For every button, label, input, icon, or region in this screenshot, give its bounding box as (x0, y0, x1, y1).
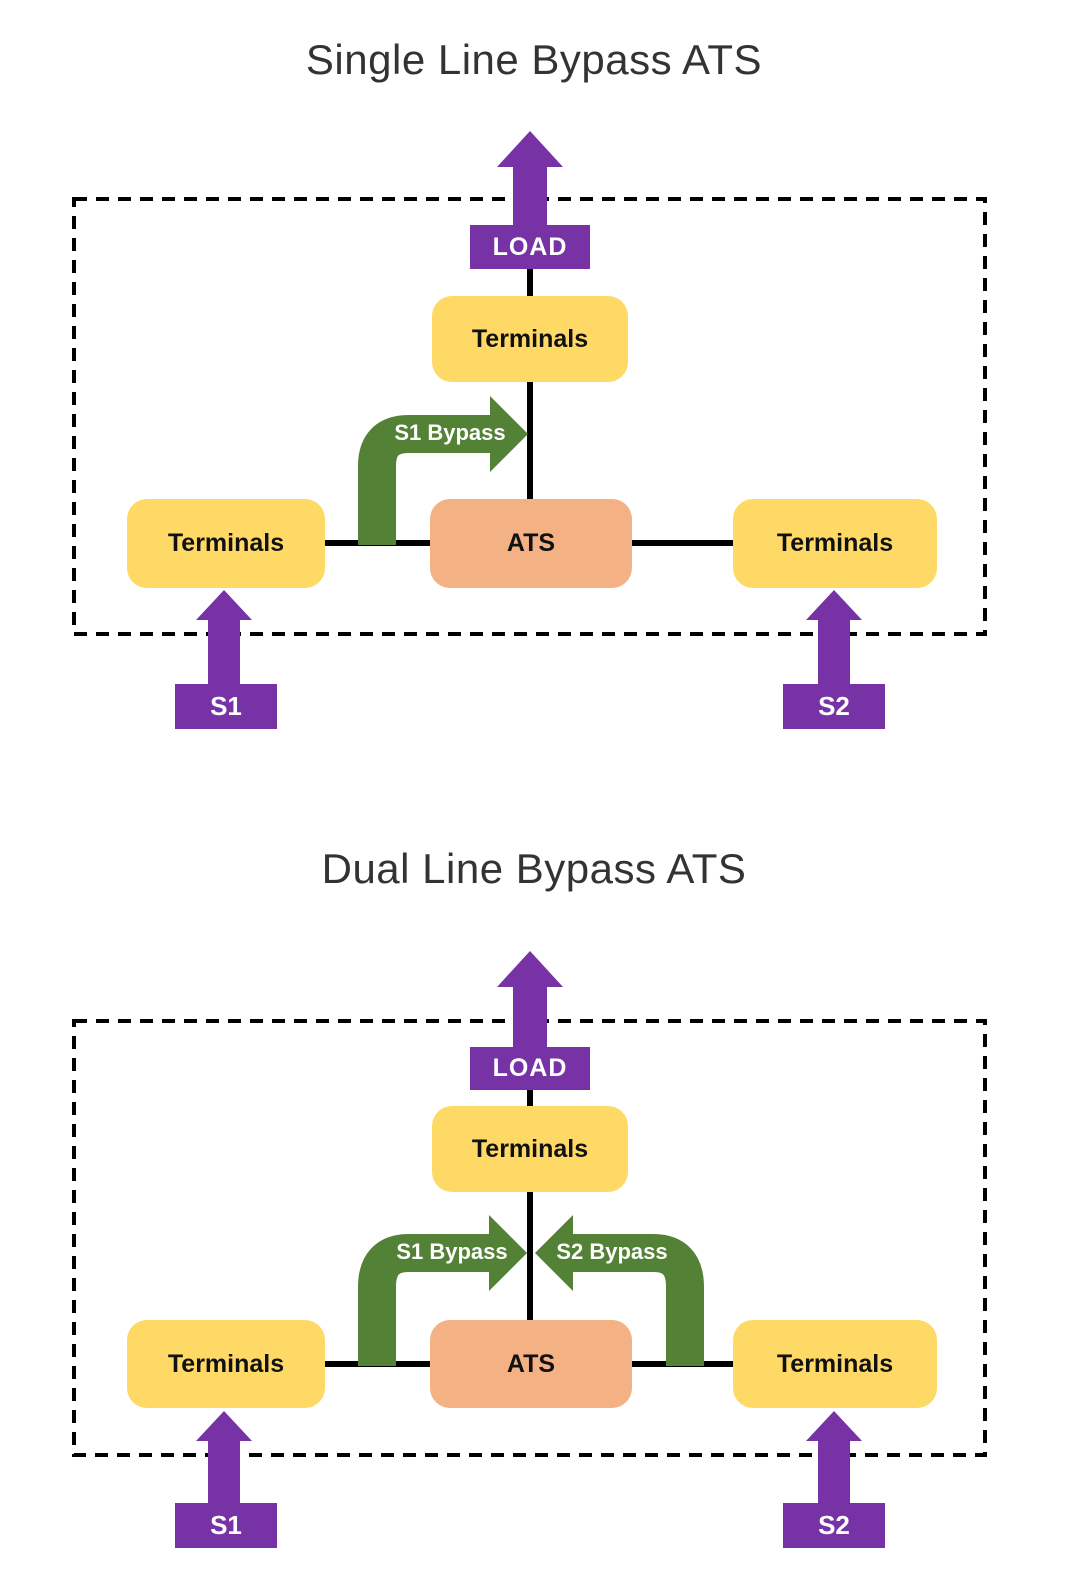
s1-bypass-arrow-body (358, 1234, 489, 1366)
terminals-left-box: Terminals (127, 1320, 325, 1408)
s1-input-arrow-icon (196, 1411, 252, 1506)
s2-input-arrow-icon (806, 1411, 862, 1506)
s2-input-arrow-icon (806, 590, 862, 686)
load-box: LOAD (470, 1047, 590, 1090)
ats-box: ATS (430, 1320, 632, 1408)
dual-line-diagram (72, 951, 987, 1506)
terminals-right-box: Terminals (733, 1320, 937, 1408)
load-output-arrow-icon (497, 951, 563, 1050)
s2-source-box: S2 (783, 684, 885, 729)
s1-input-arrow-icon (196, 590, 252, 686)
s1-bypass-arrowhead-icon (490, 396, 528, 472)
single-line-diagram (72, 131, 987, 686)
terminals-top-box: Terminals (432, 1106, 628, 1192)
s2-bypass-arrow-body (573, 1234, 704, 1366)
enclosure-dashed-border (72, 197, 987, 636)
terminals-right-box: Terminals (733, 499, 937, 588)
s2-bypass-arrowhead-icon (535, 1215, 573, 1291)
s2-bypass-label: S2 Bypass (556, 1239, 668, 1264)
terminals-top-box: Terminals (432, 296, 628, 382)
s1-bypass-arrow-body (358, 415, 490, 545)
dual-line-title: Dual Line Bypass ATS (321, 845, 747, 892)
s1-bypass-label: S1 Bypass (396, 1239, 508, 1264)
enclosure-dashed-border (72, 1019, 987, 1457)
ats-box: ATS (430, 499, 632, 588)
s2-source-box: S2 (783, 1503, 885, 1548)
load-box: LOAD (470, 225, 590, 269)
load-output-arrow-icon (497, 131, 563, 230)
s1-bypass-arrowhead-icon (489, 1215, 527, 1291)
s1-source-box: S1 (175, 1503, 277, 1548)
s1-source-box: S1 (175, 684, 277, 729)
s1-bypass-label: S1 Bypass (394, 420, 506, 445)
terminals-left-box: Terminals (127, 499, 325, 588)
single-line-title: Single Line Bypass ATS (305, 36, 763, 83)
